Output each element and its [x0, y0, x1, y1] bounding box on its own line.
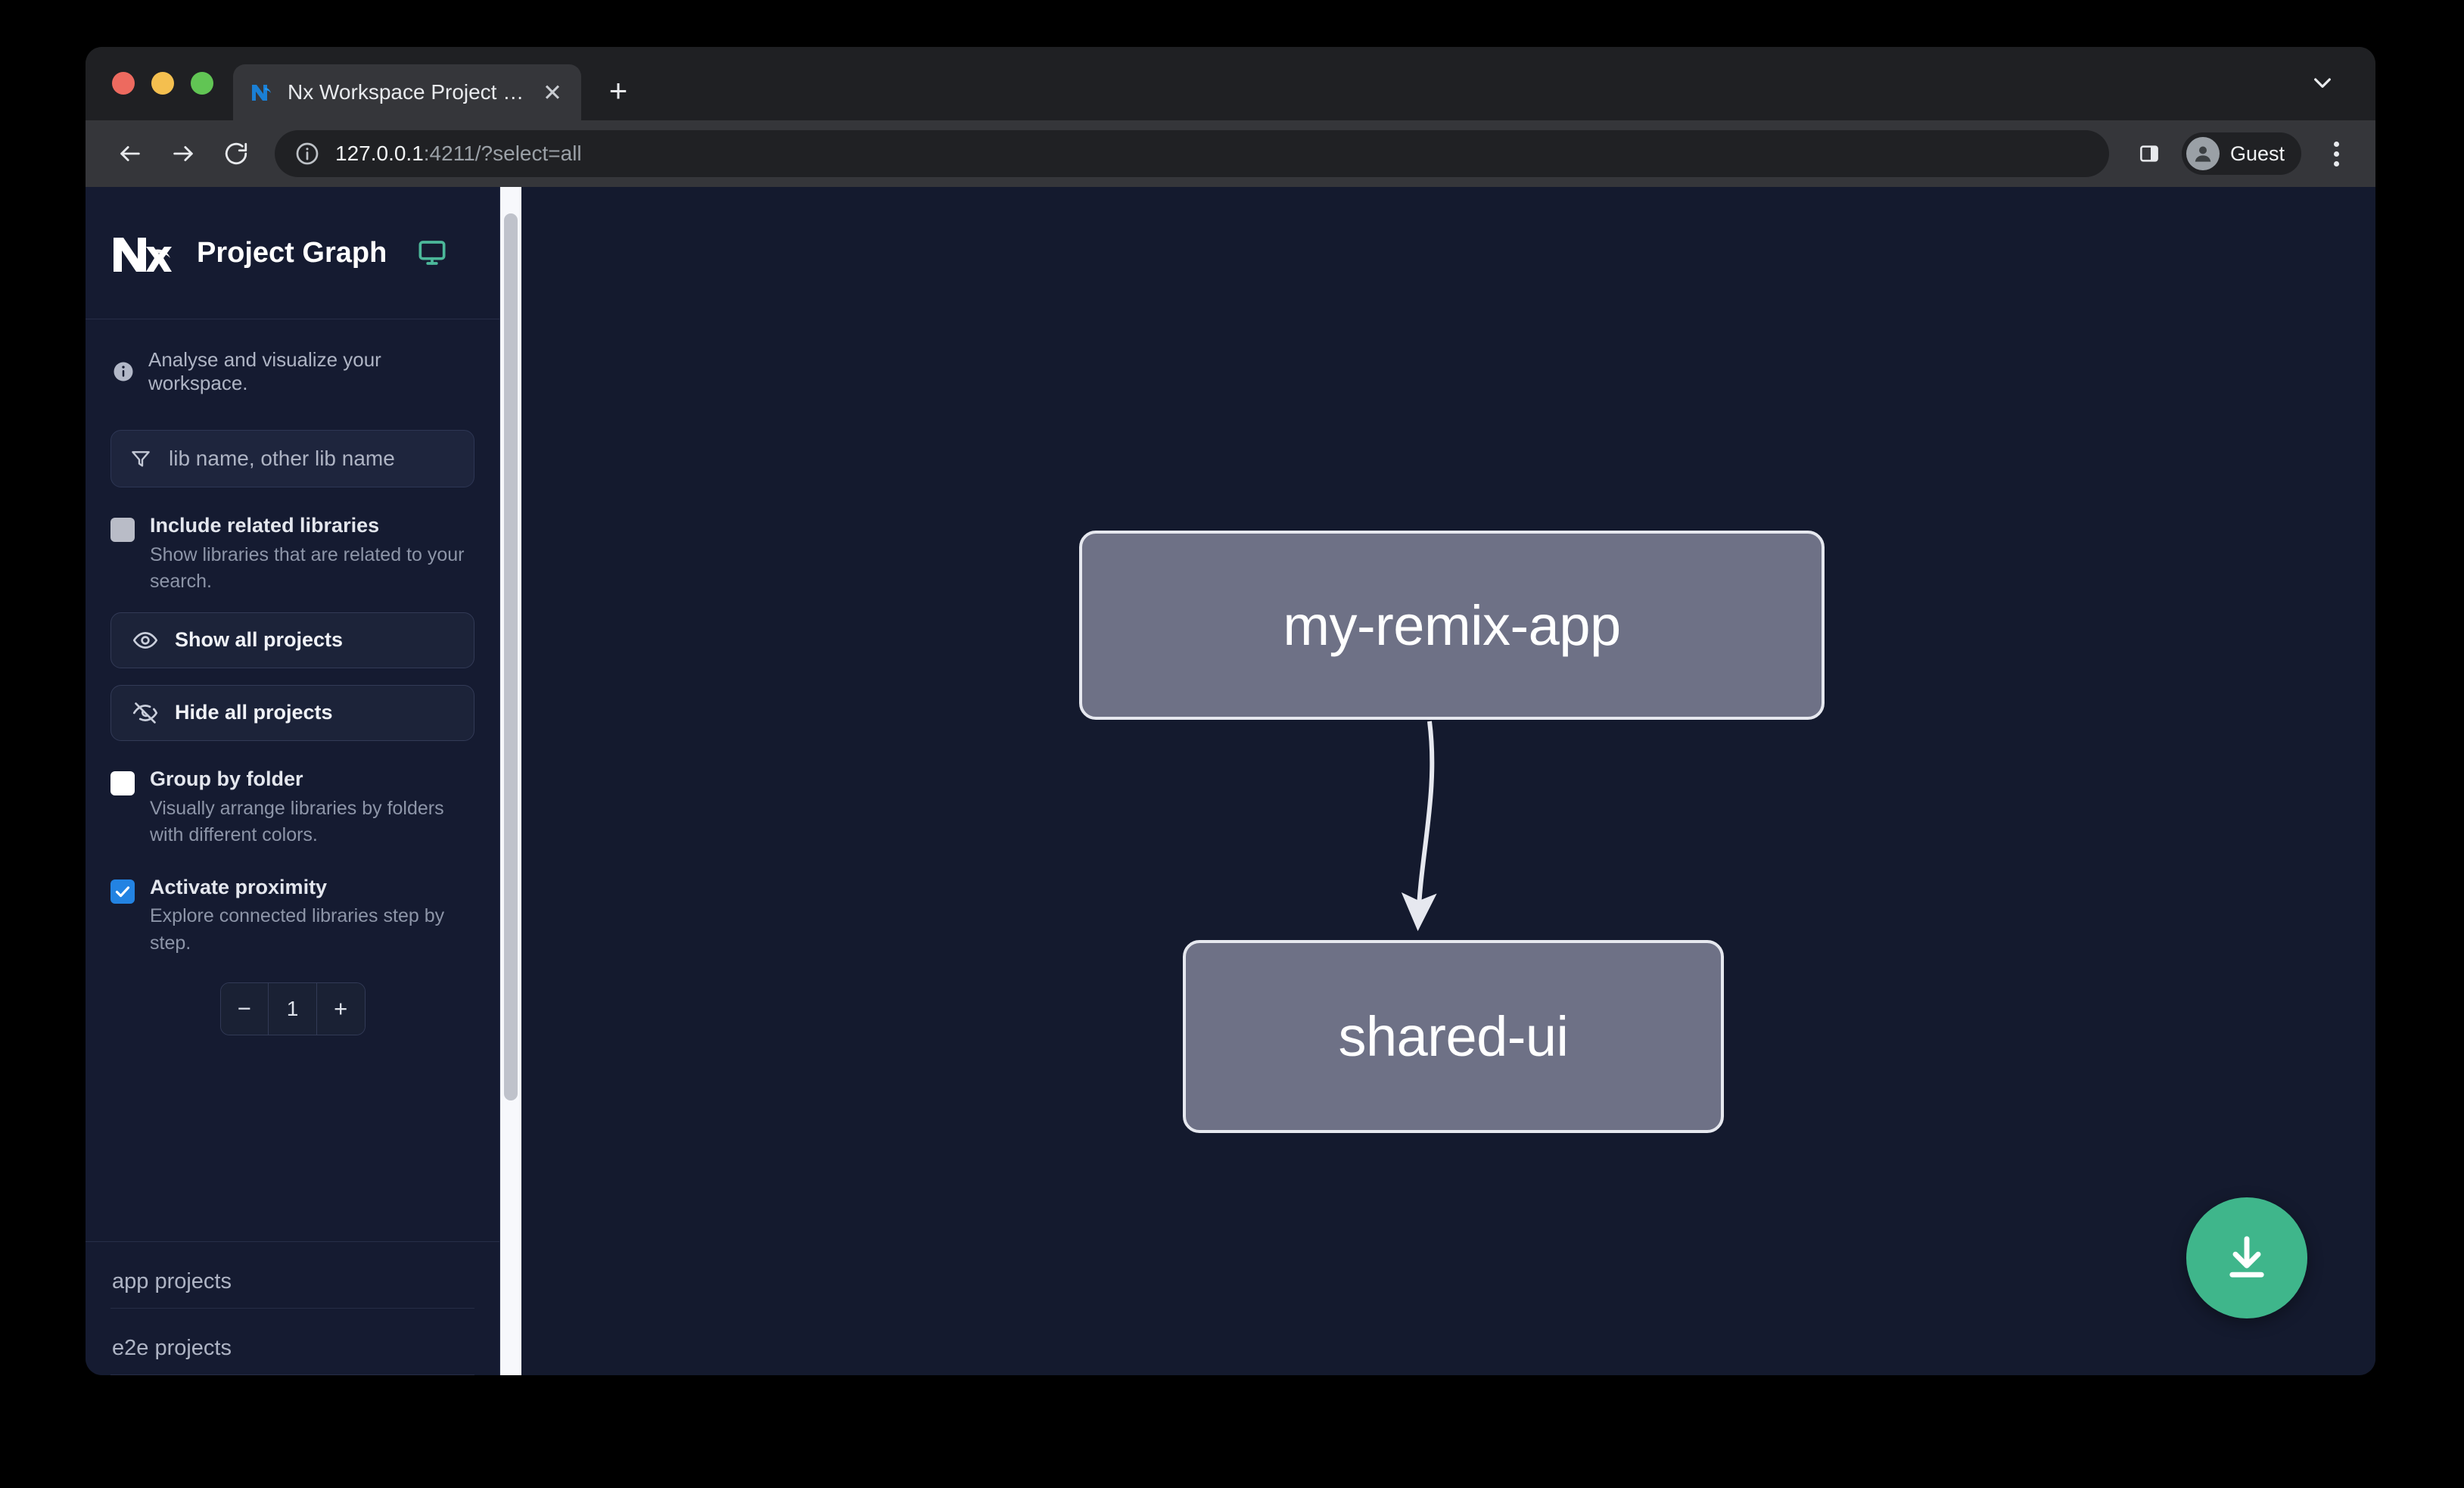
tagline-text: Analyse and visualize your workspace. [148, 348, 381, 394]
download-icon [2229, 1236, 2264, 1278]
checkbox-include-related-libraries[interactable] [110, 518, 135, 542]
graph-node-label: my-remix-app [1283, 593, 1621, 657]
profile-chip-guest[interactable]: Guest [2181, 132, 2301, 175]
sidebar-scrollbar[interactable] [500, 187, 521, 1375]
option-description: Show libraries that are related to your … [150, 543, 465, 593]
graph-edge-layer [1401, 721, 1437, 932]
nx-logo-icon [110, 231, 176, 275]
sidebar-header: Project Graph [86, 187, 499, 319]
proximity-stepper: − 1 + [219, 982, 366, 1036]
window-traffic-lights [86, 72, 213, 120]
filter-icon [129, 447, 152, 470]
option-description: Visually arrange libraries by folders wi… [150, 797, 444, 846]
avatar [2186, 137, 2220, 170]
option-label: Activate proximity [150, 875, 328, 898]
address-bar[interactable]: 127.0.0.1:4211/?select=all [275, 130, 2109, 177]
graph-edge-my-remix-app-to-shared-ui [1401, 721, 1437, 932]
sidebar-scrollbar-thumb[interactable] [504, 213, 518, 1100]
checkbox-group-by-folder[interactable] [110, 770, 135, 795]
tagline-row: Analyse and visualize your workspace. [110, 319, 474, 395]
search-input[interactable]: lib name, other lib name [110, 430, 474, 487]
section-e2e-projects[interactable]: e2e projects [110, 1309, 474, 1375]
sidebar: Project Graph [86, 187, 521, 1375]
info-icon [112, 360, 135, 383]
browser-window: Nx Workspace Project Graph ✕ + [86, 47, 2375, 1375]
close-window-button[interactable] [112, 72, 135, 95]
maximize-window-button[interactable] [191, 72, 213, 95]
hide-all-projects-button[interactable]: Hide all projects [110, 684, 474, 741]
section-label: e2e projects [112, 1336, 232, 1360]
monitor-icon[interactable] [417, 238, 447, 268]
section-label: app projects [112, 1269, 232, 1293]
tab-strip: Nx Workspace Project Graph ✕ + [86, 47, 2375, 120]
stepper-value: 1 [268, 983, 317, 1035]
project-graph-canvas[interactable]: my-remix-app shared-ui [521, 187, 2375, 1375]
back-button[interactable] [107, 130, 154, 177]
option-group-by-folder[interactable]: Group by folder Visually arrange librari… [110, 767, 474, 849]
page-viewport: Project Graph [86, 187, 2375, 1375]
option-include-related-libraries[interactable]: Include related libraries Show libraries… [110, 513, 474, 596]
site-info-icon[interactable] [294, 141, 320, 167]
option-description: Explore connected libraries step by step… [150, 905, 445, 954]
eye-icon [132, 627, 158, 653]
option-label: Include related libraries [150, 514, 380, 537]
graph-node-shared-ui[interactable]: shared-ui [1183, 940, 1724, 1133]
minimize-window-button[interactable] [151, 72, 174, 95]
sidebar-body: Analyse and visualize your workspace. li… [86, 319, 499, 1241]
tab-nx-workspace-project-graph[interactable]: Nx Workspace Project Graph ✕ [233, 64, 581, 120]
tab-title: Nx Workspace Project Graph [288, 80, 525, 104]
address-bar-host: 127.0.0.1 [335, 142, 424, 165]
close-tab-icon[interactable]: ✕ [543, 79, 562, 106]
profile-name: Guest [2229, 142, 2285, 165]
download-button[interactable] [2186, 1197, 2307, 1318]
reload-button[interactable] [213, 130, 260, 177]
graph-node-my-remix-app[interactable]: my-remix-app [1079, 531, 1825, 720]
browser-toolbar: 127.0.0.1:4211/?select=all Guest [86, 120, 2375, 187]
address-bar-path: :4211/?select=all [423, 142, 582, 165]
chevron-down-icon[interactable] [2306, 66, 2339, 99]
nx-favicon-icon [250, 79, 275, 105]
stepper-increment-button[interactable]: + [316, 983, 365, 1035]
checkbox-activate-proximity[interactable] [110, 879, 135, 904]
page-title: Project Graph [197, 236, 387, 269]
show-all-projects-label: Show all projects [175, 628, 344, 652]
search-input-placeholder: lib name, other lib name [169, 447, 395, 470]
graph-node-label: shared-ui [1338, 1005, 1569, 1068]
side-panel-icon[interactable] [2127, 132, 2171, 176]
eye-off-icon [132, 700, 158, 726]
address-bar-url: 127.0.0.1:4211/?select=all [335, 142, 582, 166]
browser-menu-icon[interactable] [2315, 132, 2357, 175]
new-tab-button[interactable]: + [608, 73, 628, 108]
stepper-decrement-button[interactable]: − [220, 983, 269, 1035]
section-app-projects[interactable]: app projects [110, 1242, 474, 1309]
option-activate-proximity[interactable]: Activate proximity Explore connected lib… [110, 875, 474, 957]
hide-all-projects-label: Hide all projects [175, 701, 333, 724]
forward-button[interactable] [160, 130, 207, 177]
show-all-projects-button[interactable]: Show all projects [110, 612, 474, 668]
option-label: Group by folder [150, 767, 303, 790]
project-sections: app projects e2e projects [86, 1241, 499, 1375]
